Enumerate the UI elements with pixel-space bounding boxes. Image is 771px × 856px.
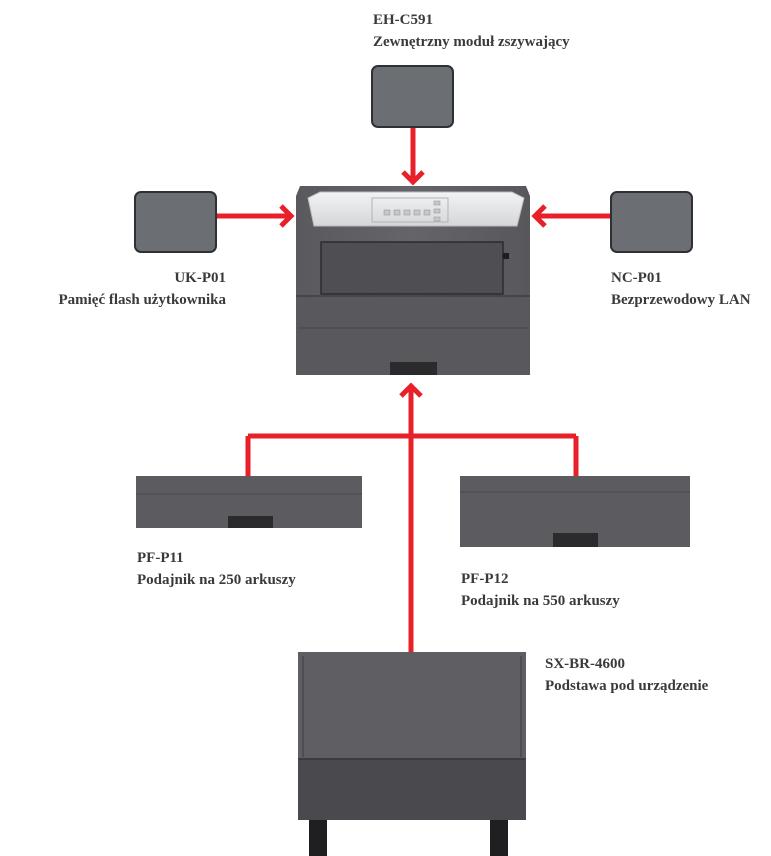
printer-display [371, 197, 449, 223]
label-tray550: PF-P12 Podajnik na 550 arkuszy [461, 568, 620, 612]
arrowhead-wlan [531, 204, 547, 228]
stand-casters [309, 820, 508, 856]
label-flash: UK-P01 Pamięć flash użytkownika [58, 267, 226, 311]
printer-status-light [503, 253, 509, 259]
label-tray250: PF-P11 Podajnik na 250 arkuszy [137, 547, 296, 591]
tray250-unit [136, 476, 362, 528]
arrowhead-stapler [401, 170, 425, 186]
tray550-handle [553, 533, 598, 547]
tray250-code: PF-P11 [137, 550, 184, 566]
stand-desc: Podstawa pod urządzenie [545, 678, 709, 694]
flash-code: UK-P01 [174, 270, 226, 286]
flash-module [134, 191, 217, 253]
tray550-unit [460, 476, 690, 547]
label-stapler: EH-C591 Zewnętrzny moduł zszywający [373, 9, 570, 53]
label-stand: SX-BR-4600 Podstawa pod urządzenie [545, 653, 708, 697]
printer-tray-handle [390, 362, 437, 375]
tray250-desc: Podajnik na 250 arkuszy [137, 572, 296, 588]
stapler-code: EH-C591 [373, 12, 433, 28]
wlan-desc: Bezprzewodowy LAN [611, 292, 751, 308]
flash-desc: Pamięć flash użytkownika [58, 292, 226, 308]
stapler-module [371, 65, 454, 128]
tray550-desc: Podajnik na 550 arkuszy [461, 593, 620, 609]
connector-lines [217, 127, 611, 652]
printer-buttons [383, 200, 441, 222]
printer-control-panel [307, 191, 525, 227]
wlan-module [610, 191, 693, 253]
wlan-code: NC-P01 [611, 270, 662, 286]
stapler-desc: Zewnętrzny moduł zszywający [373, 34, 570, 50]
printer-front-door [320, 241, 504, 295]
stand-unit [298, 652, 526, 856]
stand-code: SX-BR-4600 [545, 656, 626, 672]
arrowhead-flash [279, 204, 295, 228]
tray250-handle [228, 516, 273, 528]
printer [296, 186, 530, 375]
tray550-code: PF-P12 [461, 571, 509, 587]
arrowhead-stand [399, 382, 423, 398]
label-wlan: NC-P01 Bezprzewodowy LAN [611, 267, 751, 311]
